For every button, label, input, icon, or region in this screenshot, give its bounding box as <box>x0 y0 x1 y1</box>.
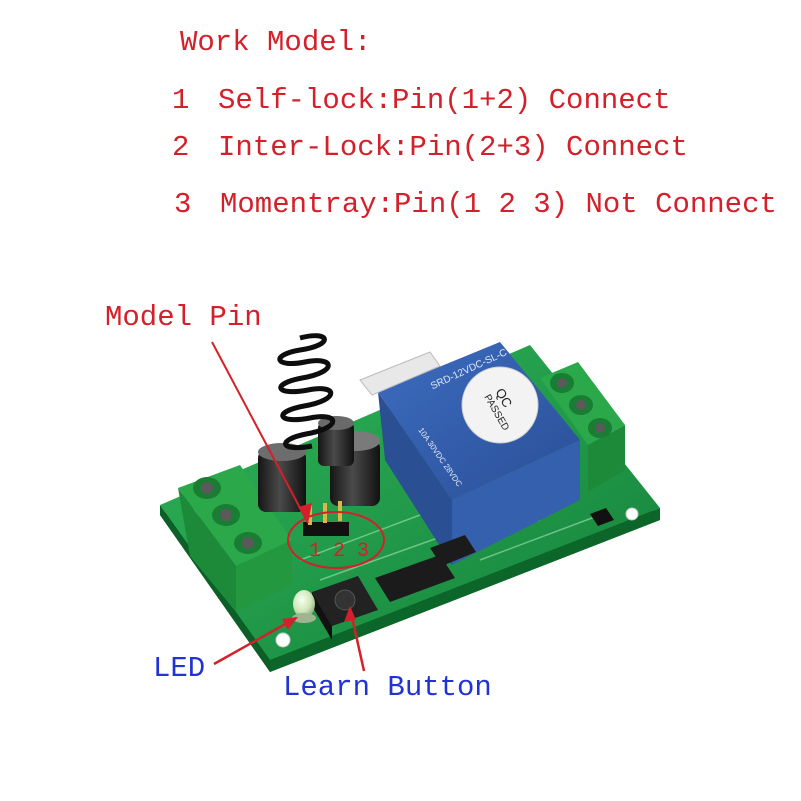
pin-number-labels: 1 2 3 <box>309 540 369 563</box>
antenna-coil <box>277 333 336 451</box>
led-pointer-line <box>213 616 297 666</box>
mode-1-number: 1 <box>172 84 190 117</box>
left-terminal-block <box>178 465 292 612</box>
callout-arrows <box>211 341 366 672</box>
mode-3-line: 3 Momentray:Pin(1 2 3) Not Connect <box>174 190 777 219</box>
mode-3-number: 3 <box>174 188 192 221</box>
mode-2-number: 2 <box>172 131 190 164</box>
model-pin-pointer-line <box>211 341 309 524</box>
mode-2-text: Inter-Lock:Pin(2+3) Connect <box>218 131 688 164</box>
model-pin-arrowhead <box>298 503 312 523</box>
right-terminal-block <box>540 362 625 492</box>
learn-button-arrowhead <box>344 606 356 622</box>
led-arrowhead <box>282 617 298 630</box>
model-pin-highlight-circle <box>287 511 385 569</box>
relay-component: QC PASSED SRD-12VDC-SL-C 10A 30VDC 28VDC <box>378 342 580 565</box>
led-label: LED <box>153 652 206 685</box>
model-pin-label: Model Pin <box>105 301 262 334</box>
mode-3-text: Momentray:Pin(1 2 3) Not Connect <box>220 188 777 221</box>
rf-module <box>359 351 441 396</box>
learn-button-component <box>312 576 378 640</box>
qc-passed-sticker <box>461 366 539 444</box>
mode-1-line: 1 Self-lock:Pin(1+2) Connect <box>172 86 670 115</box>
mode-2-line: 2 Inter-Lock:Pin(2+3) Connect <box>172 133 688 162</box>
integrated-circuits <box>375 508 614 602</box>
mode-1-text: Self-lock:Pin(1+2) Connect <box>218 84 671 117</box>
learn-button-label: Learn Button <box>283 671 492 704</box>
work-model-title: Work Model: <box>180 26 372 59</box>
led-component <box>292 590 316 623</box>
